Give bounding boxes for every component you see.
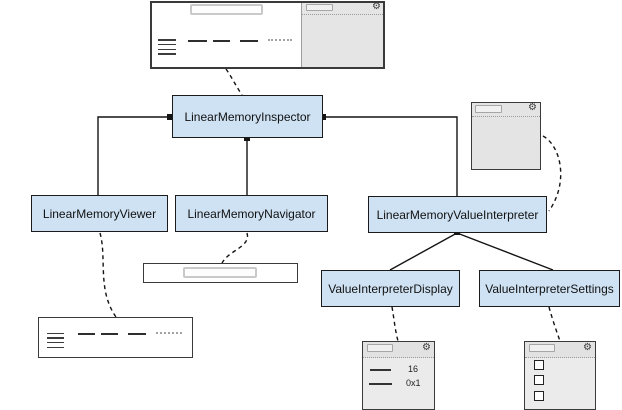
node-linear-memory-value-interpreter: LinearMemoryValueInterpreter: [368, 196, 547, 233]
edge-interpreter-display: [389, 232, 458, 271]
node-label: LinearMemoryInspector: [184, 109, 311, 124]
hamburger-line: [158, 48, 176, 50]
checkbox-sketch: [534, 391, 544, 401]
node-label: LinearMemoryNavigator: [187, 206, 316, 221]
memory-rows-mockup: [38, 317, 193, 358]
mockup-titlebar: ⚙: [525, 342, 595, 358]
value-row-line: [369, 383, 392, 385]
hex-bytes-dash: [240, 40, 258, 42]
inspector-window-mockup: ⚙: [150, 1, 385, 69]
address-input-sketch: [183, 267, 257, 278]
dashed-navigator-to-mockup: [221, 232, 249, 264]
node-label: ValueInterpreterDisplay: [328, 281, 453, 296]
edge-interpreter-settings: [456, 232, 554, 271]
display-window-mockup: ⚙ 16 0x1: [362, 341, 435, 410]
edge-marker: [320, 114, 326, 120]
gear-icon: ⚙: [583, 342, 592, 353]
checkbox-sketch: [534, 360, 544, 370]
dashed-display-to-mockup: [391, 306, 399, 342]
gear-icon: ⚙: [372, 1, 381, 12]
hex-bytes-dash: [78, 333, 95, 335]
interpreter-window-mockup: ⚙: [471, 102, 541, 170]
node-label: LinearMemoryValueInterpreter: [376, 207, 539, 222]
hex-bytes-dash: [213, 40, 230, 42]
address-input-sketch: [190, 4, 263, 15]
panel-input-sketch: [367, 344, 393, 352]
gear-icon: ⚙: [528, 102, 537, 113]
value-row-line: [370, 369, 391, 371]
value-row-text: 16: [408, 364, 419, 374]
hamburger-line: [158, 39, 176, 41]
hex-bytes-dash: [128, 333, 146, 335]
panel-input-sketch: [306, 4, 333, 11]
node-label: LinearMemoryViewer: [42, 206, 157, 221]
mockup-titlebar: ⚙: [363, 342, 434, 358]
panel-input-sketch: [475, 105, 502, 113]
ascii-ticks: [268, 39, 292, 41]
hamburger-line: [158, 43, 176, 45]
inspector-side-panel-sketch: ⚙: [301, 1, 383, 67]
panel-title-separator: [472, 116, 540, 117]
ascii-ticks: [156, 332, 182, 334]
panel-title-separator: [302, 14, 383, 15]
node-linear-memory-viewer: LinearMemoryViewer: [31, 195, 168, 232]
edge-marker: [167, 114, 173, 120]
checkbox-sketch: [534, 375, 544, 385]
edge-inspector-interpreter: [323, 116, 458, 196]
hamburger-line: [47, 346, 64, 348]
edge-marker: [244, 135, 250, 141]
value-row-text: 0x1: [406, 378, 421, 388]
node-value-interpreter-settings: ValueInterpreterSettings: [479, 270, 620, 307]
hex-bytes-dash: [188, 40, 207, 42]
node-value-interpreter-display: ValueInterpreterDisplay: [321, 270, 460, 307]
hamburger-line: [158, 53, 176, 55]
node-linear-memory-navigator: LinearMemoryNavigator: [175, 195, 328, 232]
hamburger-line: [47, 341, 64, 343]
edge-inspector-viewer: [97, 116, 172, 195]
dashed-viewer-to-mockup: [99, 232, 117, 318]
dashed-settings-to-mockup: [548, 306, 561, 342]
hamburger-line: [47, 332, 64, 334]
dashed-mockup-to-inspector: [225, 68, 243, 96]
gear-icon: ⚙: [422, 342, 431, 353]
node-label: ValueInterpreterSettings: [485, 281, 614, 296]
panel-input-sketch: [529, 344, 555, 352]
address-input-mockup: [143, 263, 298, 283]
hex-bytes-dash: [101, 333, 118, 335]
node-linear-memory-inspector: LinearMemoryInspector: [172, 95, 323, 138]
settings-window-mockup: ⚙: [524, 341, 596, 410]
hamburger-line: [47, 337, 64, 339]
